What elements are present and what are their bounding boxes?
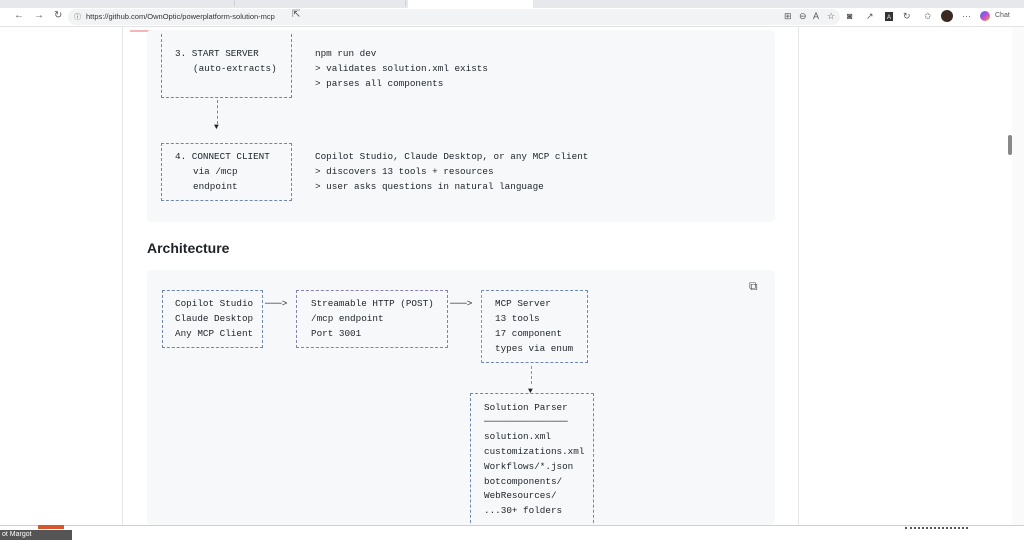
url-text[interactable]: https://github.com/OwnOptic/powerplatfor…	[86, 12, 275, 21]
step3-title: 3. START SERVER	[175, 48, 259, 59]
parser-item: ...30+ folders	[484, 505, 563, 516]
transport-label: Port 3001	[311, 328, 362, 339]
step4-box	[161, 143, 292, 201]
profile-avatar[interactable]	[941, 10, 953, 22]
extension-icon[interactable]: ↗	[866, 11, 874, 21]
step4-title: 4. CONNECT CLIENT	[175, 151, 270, 162]
scrollbar[interactable]	[1012, 27, 1024, 525]
transport-label: /mcp endpoint	[311, 313, 384, 324]
scrollbar-thumb[interactable]	[1008, 135, 1012, 155]
step4-note: > discovers 13 tools + resources	[315, 166, 494, 177]
browser-tab-active[interactable]	[408, 0, 533, 8]
step3-note: > validates solution.xml exists	[315, 63, 488, 74]
step3-note: npm run dev	[315, 48, 377, 59]
parser-item: Workflows/*.json	[484, 461, 574, 472]
read-aloud-icon[interactable]: A	[813, 11, 820, 21]
step4-note: Copilot Studio, Claude Desktop, or any M…	[315, 151, 589, 162]
reload-button[interactable]: ↻	[54, 10, 63, 21]
step3-box	[161, 34, 292, 98]
server-label: 13 tools	[495, 313, 540, 324]
arrow-down-icon: ▼	[528, 387, 533, 396]
taskbar-item[interactable]: ot Margot	[0, 530, 72, 540]
parser-box	[470, 393, 594, 533]
arrow-down-icon: ▼	[214, 123, 219, 132]
flow-connector	[217, 100, 218, 124]
parser-item: botcomponents/	[484, 476, 563, 487]
server-label: types via enum	[495, 343, 574, 354]
parser-separator: ───────────────	[484, 416, 568, 427]
client-label: Any MCP Client	[175, 328, 254, 339]
copy-icon[interactable]: ⧉	[749, 279, 758, 293]
transport-label: Streamable HTTP (POST)	[311, 298, 434, 309]
arrow-right: ───>	[265, 298, 288, 309]
forward-button[interactable]: →	[34, 10, 44, 21]
split-screen-icon[interactable]: ⊞	[784, 11, 792, 21]
bottom-bar	[0, 525, 1024, 540]
back-button[interactable]: ←	[14, 10, 24, 21]
favorites-icon[interactable]: ✩	[924, 11, 932, 21]
step3-note: > parses all components	[315, 78, 444, 89]
step4-sub: endpoint	[193, 181, 238, 192]
step3-sub: (auto-extracts)	[193, 63, 277, 74]
flow-code-block	[147, 30, 775, 222]
parser-item: solution.xml	[484, 431, 551, 442]
taskbar-dots	[905, 527, 968, 530]
parser-item: WebResources/	[484, 490, 557, 501]
server-box	[481, 290, 588, 363]
client-label: Copilot Studio	[175, 298, 254, 309]
zoom-icon[interactable]: ⊖	[799, 11, 807, 21]
more-icon[interactable]: ···	[962, 11, 971, 21]
server-label: MCP Server	[495, 298, 551, 309]
server-connector	[531, 366, 532, 384]
taskbar-indicator	[38, 525, 64, 529]
address-bar[interactable]	[68, 9, 840, 25]
client-box	[162, 290, 263, 348]
mouse-cursor-icon: ⇱	[292, 9, 301, 20]
step4-sub: via /mcp	[193, 166, 238, 177]
parser-item: customizations.xml	[484, 446, 585, 457]
server-label: 17 component	[495, 328, 562, 339]
camera-icon[interactable]: ◙	[847, 11, 853, 21]
favorite-icon[interactable]: ☆	[827, 11, 836, 21]
architecture-code-block	[147, 270, 775, 525]
browser-tab[interactable]	[15, 0, 235, 7]
refresh-icon[interactable]: ↻	[903, 11, 911, 21]
browser-tab[interactable]	[236, 0, 406, 7]
architecture-heading: Architecture	[147, 240, 230, 256]
arrow-right: ───>	[450, 298, 473, 309]
extension-icon[interactable]: A	[885, 12, 893, 21]
readme-container	[122, 27, 799, 525]
client-label: Claude Desktop	[175, 313, 254, 324]
copilot-icon[interactable]	[980, 11, 990, 21]
transport-box	[296, 290, 448, 348]
site-info-icon[interactable]: ⓘ	[74, 14, 81, 21]
parser-title: Solution Parser	[484, 402, 568, 413]
copilot-chat-label[interactable]: Chat	[995, 12, 1010, 19]
step4-note: > user asks questions in natural languag…	[315, 181, 544, 192]
